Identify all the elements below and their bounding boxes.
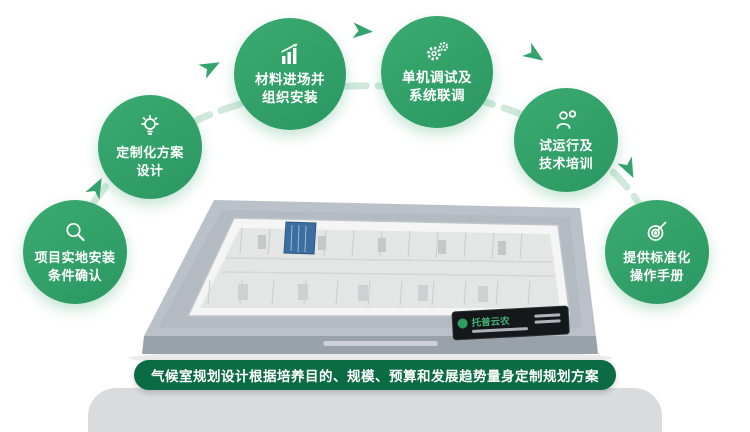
step-label-line: 技术培训 [538,155,593,171]
lightbulb-icon [141,115,159,136]
step-label-line: 操作手册 [629,267,684,283]
step-label: 材料进场并 组织安装 [255,71,325,107]
step-label-line: 提供标准化 [623,250,691,266]
magnifier-icon [66,223,85,242]
trainer-icon [556,110,577,130]
glass-chamber [283,221,317,255]
caption-text-illegible [323,341,438,346]
pedestal [88,388,662,432]
step-trial-training: 试运行及 技术培训 [514,88,618,192]
step-label: 定制化方案 设计 [116,144,184,178]
flow-arrow-icon [522,42,544,61]
gears-icon [427,41,449,61]
target-icon [647,221,667,242]
step-label-line: 项目实地安装 [34,250,116,266]
step-label: 提供标准化 操作手册 [623,249,691,283]
step-customized-design: 定制化方案 设计 [98,95,202,199]
step-label-line: 组织安装 [262,89,318,105]
step-standard-manual: 提供标准化 操作手册 [605,200,709,304]
bar-chart-icon [281,43,298,64]
flow-arrow-icon [85,178,102,200]
flow-arrow-icon [352,22,373,39]
brand-sign: 托普云农 [451,305,570,341]
step-label-line: 设计 [136,162,164,178]
flow-arrow-icon [198,62,220,79]
step-label-line: 条件确认 [47,267,102,283]
step-label-line: 材料进场并 [255,71,325,87]
step-material-installation: 材料进场并 组织安装 [234,18,346,130]
brand-logo-icon [457,318,468,329]
step-site-condition-check: 项目实地安装 条件确认 [23,200,127,304]
step-label-line: 定制化方案 [116,145,184,161]
step-label: 项目实地安装 条件确认 [34,249,115,283]
brand-name: 托普云农 [471,315,510,329]
facility-3d-render: 托普云农 [128,200,612,366]
step-label-line: 系统联调 [409,87,465,103]
bottom-banner: 气候室规划设计根据培养目的、规模、预算和发展趋势量身定制规划方案 [134,360,616,390]
step-label-line: 单机调试及 [402,69,472,85]
step-label: 单机调试及 系统联调 [402,69,472,105]
flow-arrow-icon [617,156,634,178]
step-debug-joint-test: 单机调试及 系统联调 [381,16,493,128]
step-label-line: 试运行及 [538,138,593,154]
step-label: 试运行及 技术培训 [539,137,593,171]
